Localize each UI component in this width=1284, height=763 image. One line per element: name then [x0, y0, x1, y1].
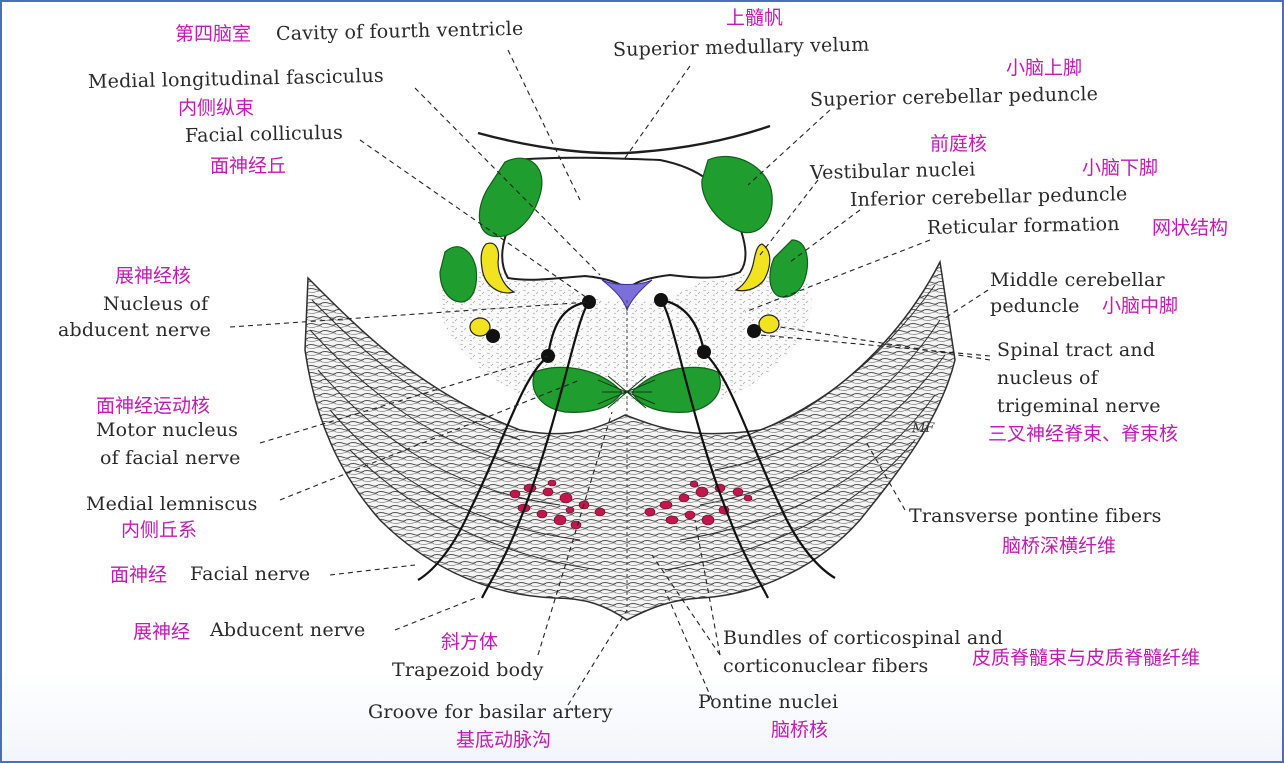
- label-inferior-cerebellar-peduncle-zh: 小脑下脚: [1082, 157, 1159, 179]
- label-facial-colliculus-en: Facial colliculus: [184, 121, 344, 147]
- label-abducent-nerve-en: Abducent nerve: [210, 619, 366, 641]
- median-sulcus-floor: [601, 279, 653, 312]
- fourth-ventricle-cavity: [501, 156, 747, 292]
- pontine-nuclei-clusters: [509, 479, 753, 530]
- label-spinal-tract-en-3: trigeminal nerve: [997, 395, 1161, 417]
- trapezoid-body-left: [532, 366, 623, 413]
- label-motor-nucleus-facial-en-1: Motor nucleus: [96, 419, 239, 441]
- label-medial-lemniscus-zh: 内侧丘系: [121, 519, 198, 541]
- label-transverse-pontine-fibers-zh: 脑桥深横纤维: [1002, 535, 1117, 557]
- label-corticospinal-bundles-en-1: Bundles of corticospinal and: [723, 627, 1004, 649]
- spinal-trigeminal-nucleus-left: [469, 317, 491, 337]
- label-superior-medullary-velum-zh: 上髓帆: [726, 7, 784, 29]
- label-spinal-tract-zh: 三叉神经脊束、脊束核: [988, 423, 1179, 445]
- label-trapezoid-body-zh: 斜方体: [441, 631, 499, 653]
- label-trapezoid-body-en: Trapezoid body: [392, 659, 544, 681]
- spinal-trigeminal-nucleus-right: [758, 314, 780, 334]
- label-middle-cerebellar-peduncle-en-2: peduncle: [990, 295, 1080, 317]
- nerve-fibers: [417, 298, 836, 599]
- label-facial-nerve-zh: 面神经: [110, 564, 168, 586]
- label-nucleus-abducent-nerve-en-2: abducent nerve: [58, 319, 212, 341]
- trapezoid-body-right: [631, 366, 721, 413]
- label-motor-nucleus-facial-zh: 面神经运动核: [96, 395, 211, 417]
- vestibular-nucleus-left: [480, 242, 516, 294]
- label-reticular-formation-en: Reticular formation: [926, 212, 1120, 239]
- label-facial-nerve-en: Facial nerve: [190, 563, 311, 585]
- label-cavity-fourth-ventricle-zh: 第四脑室: [175, 23, 252, 45]
- leader-lines: [229, 49, 991, 706]
- superior-medullary-velum-line: [477, 124, 771, 155]
- label-medial-lemniscus-en: Medial lemniscus: [86, 493, 258, 515]
- inferior-cerebellar-peduncle-left: [439, 246, 478, 303]
- trigeminal-dot-right: [747, 324, 761, 338]
- label-abducent-nerve-zh: 展神经: [133, 621, 191, 643]
- inferior-cerebellar-peduncle-right: [769, 239, 809, 298]
- label-superior-cerebellar-peduncle-zh: 小脑上脚: [1006, 57, 1083, 79]
- label-groove-basilar-artery-zh: 基底动脉沟: [456, 729, 552, 751]
- label-middle-cerebellar-peduncle-en-1: Middle cerebellar: [990, 269, 1165, 291]
- label-transverse-pontine-fibers-en: Transverse pontine fibers: [909, 505, 1162, 527]
- superior-cerebellar-peduncle-right: [701, 155, 773, 234]
- vestibular-nucleus-right: [734, 243, 771, 292]
- trigeminal-dot-left: [486, 329, 500, 343]
- label-pontine-nuclei-zh: 脑桥核: [771, 719, 829, 741]
- label-groove-basilar-artery-en: Groove for basilar artery: [368, 701, 613, 723]
- label-medial-longitudinal-fasciculus-zh: 内侧纵束: [178, 97, 255, 119]
- label-spinal-tract-en-2: nucleus of: [997, 367, 1098, 389]
- label-facial-colliculus-zh: 面神经丘: [210, 155, 287, 177]
- label-nucleus-abducent-nerve-zh: 展神经核: [115, 265, 192, 287]
- label-middle-cerebellar-peduncle-zh: 小脑中脚: [1102, 295, 1179, 317]
- label-spinal-tract-en-1: Spinal tract and: [997, 339, 1156, 361]
- label-nucleus-abducent-nerve-en-1: Nucleus of: [103, 293, 209, 315]
- label-vestibular-nuclei-en: Vestibular nuclei: [809, 158, 976, 184]
- superior-cerebellar-peduncle-left: [478, 157, 543, 238]
- label-pontine-nuclei-en: Pontine nuclei: [698, 691, 839, 713]
- artist-signature: MF: [911, 421, 935, 436]
- label-reticular-formation-zh: 网状结构: [1152, 217, 1229, 239]
- label-motor-nucleus-facial-en-2: of facial nerve: [100, 447, 241, 469]
- label-corticospinal-bundles-en-2: corticonuclear fibers: [723, 655, 929, 677]
- label-vestibular-nuclei-zh: 前庭核: [930, 133, 988, 155]
- label-corticospinal-bundles-zh: 皮质脊髓束与皮质脊髓纤维: [972, 647, 1201, 669]
